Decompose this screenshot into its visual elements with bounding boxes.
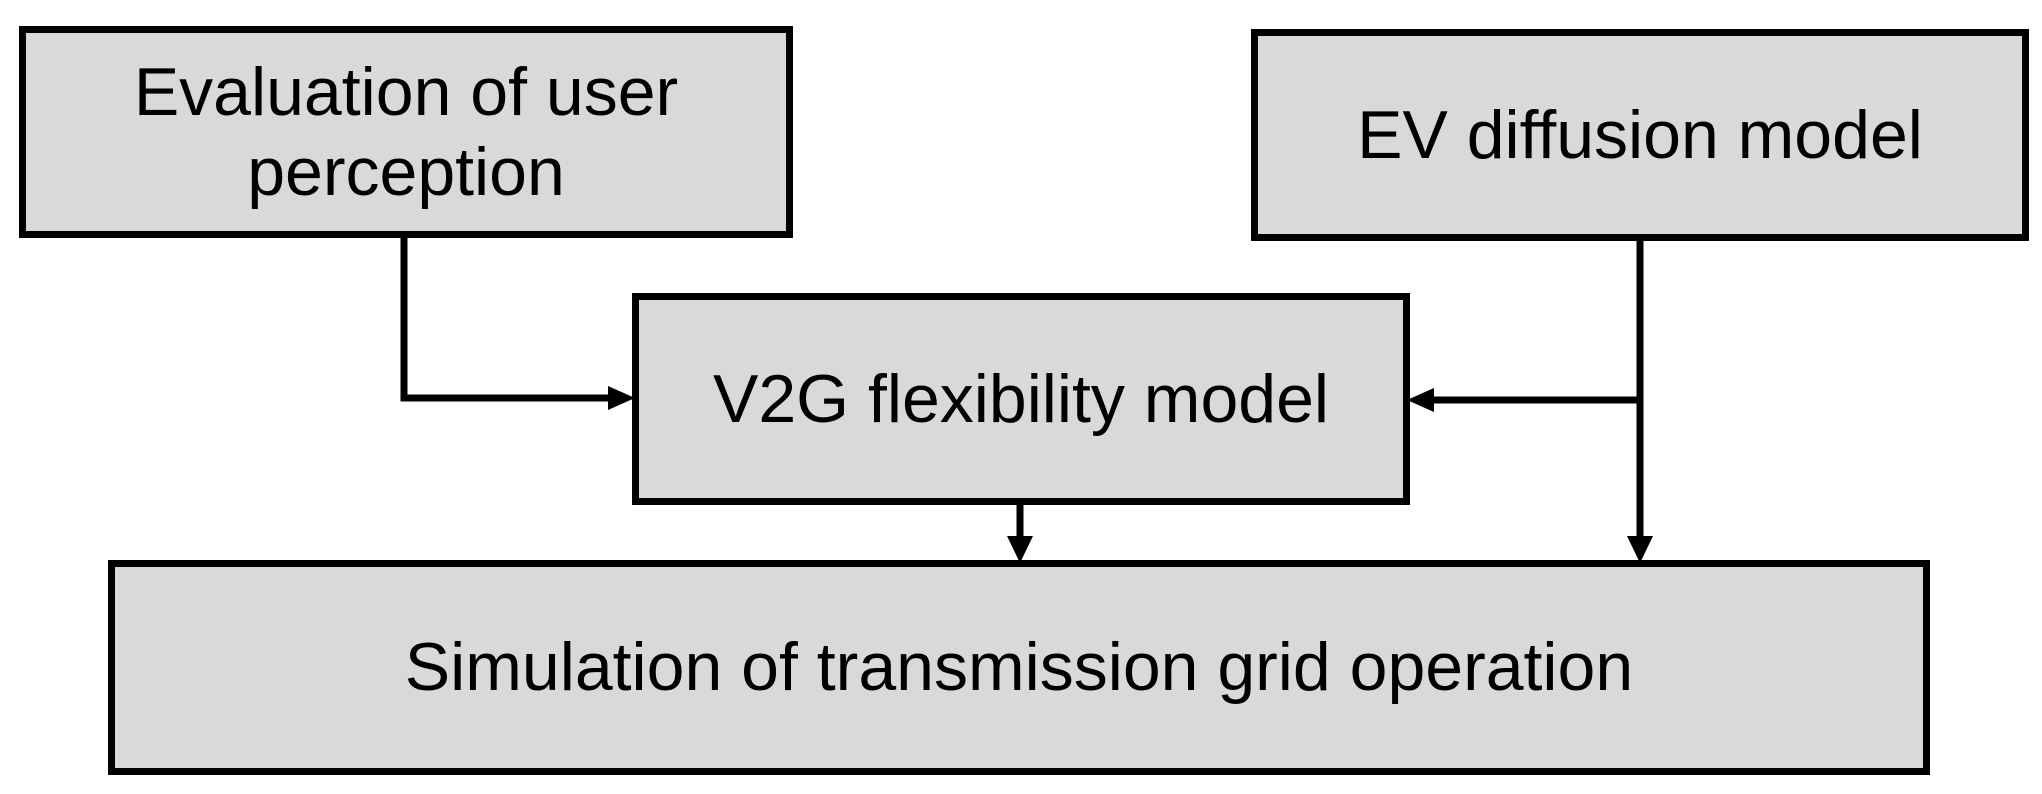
ev-diffusion-model-box: EV diffusion model (1251, 29, 2029, 241)
arrowhead-into-v2g-left (608, 386, 635, 410)
evaluation-label: Evaluation of user perception (134, 52, 678, 212)
arrowhead-into-simulation-left (1007, 536, 1033, 563)
arrowhead-into-v2g-right (1407, 388, 1434, 412)
evaluation-of-user-perception-box: Evaluation of user perception (19, 26, 793, 238)
ev-diffusion-label: EV diffusion model (1357, 96, 1923, 173)
simulation-label: Simulation of transmission grid operatio… (404, 629, 1634, 706)
v2g-label: V2G flexibility model (712, 360, 1330, 437)
edge-evaluation-to-v2g (400, 238, 612, 402)
simulation-of-transmission-grid-operation-box: Simulation of transmission grid operatio… (108, 560, 1930, 775)
arrowhead-into-simulation-right (1627, 536, 1653, 563)
evaluation-label-line1: Evaluation of user (133, 53, 679, 130)
v2g-flexibility-model-box: V2G flexibility model (632, 293, 1410, 505)
evaluation-label-line2: perception (247, 134, 565, 210)
